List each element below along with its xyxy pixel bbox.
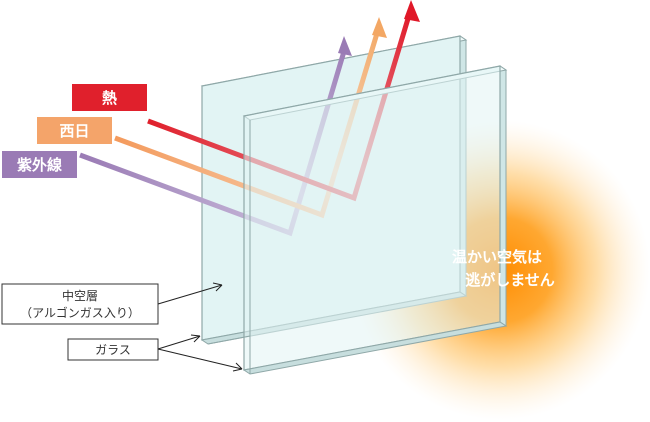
uv-label: 紫外線 xyxy=(17,156,62,174)
west-sun-label: 西日 xyxy=(59,122,89,140)
glass-label: ガラス xyxy=(95,343,131,357)
uv-badge: 紫外線 xyxy=(2,151,77,178)
heat-label: 熱 xyxy=(102,89,117,107)
air-layer-label-line2: （アルゴンガス入り） xyxy=(20,305,140,320)
heat-arrowhead xyxy=(404,0,420,22)
uv-arrowhead xyxy=(338,36,352,56)
heat-badge: 熱 xyxy=(72,84,147,111)
pane-spacer xyxy=(207,335,251,345)
warm-air-text-line2: 逃がしません xyxy=(465,271,555,289)
warm-air-text-line1: 温かい空気は xyxy=(452,248,542,266)
west-sun-arrowhead xyxy=(372,17,387,38)
glass-callout: ガラス xyxy=(67,334,243,372)
glass-pane-front xyxy=(242,65,508,375)
west-sun-badge: 西日 xyxy=(37,117,112,144)
air-layer-label-line1: 中空層 xyxy=(62,288,98,303)
air-layer-callout: 中空層 （アルゴンガス入り） xyxy=(1,282,223,325)
